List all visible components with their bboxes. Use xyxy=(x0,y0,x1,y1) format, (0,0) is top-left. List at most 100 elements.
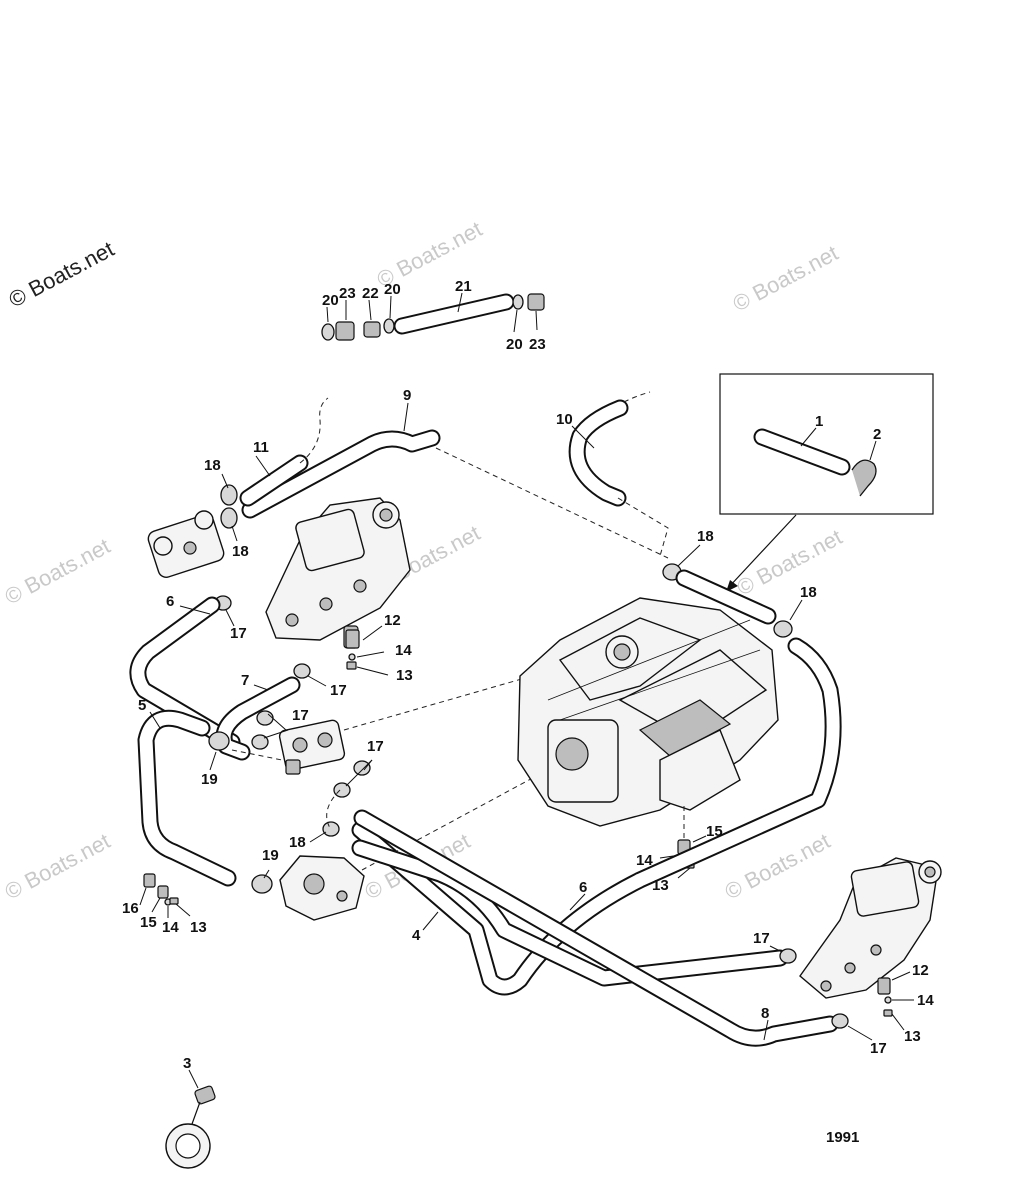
callout-17: 17 xyxy=(292,707,309,724)
tube-1 xyxy=(753,428,851,476)
clamp-17 xyxy=(256,710,274,726)
hose-8 xyxy=(353,809,839,1047)
hose-4 xyxy=(351,839,789,987)
fitting-23 xyxy=(527,293,545,311)
callout-19: 19 xyxy=(201,771,218,788)
top-hose-kit xyxy=(321,292,545,341)
callout-labels: 20 23 22 20 21 20 23 9 10 11 1 2 18 18 1… xyxy=(122,278,934,1146)
callout-17: 17 xyxy=(230,625,247,642)
callout-20: 20 xyxy=(322,292,339,309)
fitting-15 xyxy=(157,885,169,899)
callout-23: 23 xyxy=(529,336,546,353)
callout-4: 4 xyxy=(412,927,421,944)
callout-16: 16 xyxy=(122,900,139,917)
fitting-12 xyxy=(877,977,891,995)
callout-20: 20 xyxy=(384,281,401,298)
callout-17: 17 xyxy=(870,1040,887,1057)
watermark: © Boats.net xyxy=(733,524,847,600)
callout-10: 10 xyxy=(556,411,573,428)
callout-18: 18 xyxy=(697,528,714,545)
callout-11: 11 xyxy=(253,439,269,456)
crossover-pipe xyxy=(675,569,777,625)
callout-9: 9 xyxy=(403,387,411,404)
clamp-20 xyxy=(321,323,335,341)
callout-6: 6 xyxy=(579,879,587,896)
callout-17: 17 xyxy=(753,930,770,947)
callout-14: 14 xyxy=(162,919,179,936)
fitting-22 xyxy=(363,321,381,338)
sea-water-pump xyxy=(279,855,365,921)
clamp-18 xyxy=(773,620,793,638)
plug-13 xyxy=(169,897,179,905)
callout-15: 15 xyxy=(140,914,157,931)
clamp-17 xyxy=(251,734,269,750)
callout-17: 17 xyxy=(330,682,347,699)
callout-23: 23 xyxy=(339,285,356,302)
leader-lines xyxy=(149,473,873,1041)
callout-18: 18 xyxy=(204,457,221,474)
fitting-12 xyxy=(345,629,360,649)
clamp-20 xyxy=(383,318,395,334)
right-exhaust-manifold xyxy=(799,857,942,999)
clamp-18 xyxy=(220,507,238,529)
callout-3: 3 xyxy=(183,1055,191,1072)
callout-18: 18 xyxy=(800,584,817,601)
callout-17: 17 xyxy=(367,738,384,755)
inset-box xyxy=(719,373,934,592)
clamp-17 xyxy=(779,948,797,964)
clamp-17 xyxy=(831,1013,849,1029)
hose-11 xyxy=(239,454,309,507)
callout-5: 5 xyxy=(138,697,146,714)
callout-18: 18 xyxy=(232,543,249,560)
clip-2 xyxy=(851,459,877,497)
callout-14: 14 xyxy=(917,992,934,1009)
plug-13 xyxy=(346,661,357,670)
plug-13 xyxy=(883,1009,893,1017)
ring-14 xyxy=(884,996,892,1004)
callout-1: 1 xyxy=(815,413,823,430)
clamp-17 xyxy=(293,663,311,679)
clamp-18 xyxy=(322,821,340,837)
fitting-23 xyxy=(335,321,355,341)
callout-14: 14 xyxy=(636,852,653,869)
clamp-17 xyxy=(333,782,351,798)
hose-10 xyxy=(568,399,629,507)
watermark-main: © Boats.net xyxy=(5,236,119,312)
circulating-pump xyxy=(278,719,346,775)
watermark: © Boats.net xyxy=(1,533,115,609)
callout-20: 20 xyxy=(506,336,523,353)
clamp-20 xyxy=(512,294,524,310)
callout-6: 6 xyxy=(166,593,174,610)
hose-5 xyxy=(137,709,237,887)
clamp-17 xyxy=(353,760,371,776)
left-exhaust-manifold xyxy=(265,497,411,649)
thermostat-housing xyxy=(147,510,225,578)
hose-6-left xyxy=(129,596,241,751)
callout-13: 13 xyxy=(904,1028,921,1045)
callout-19: 19 xyxy=(262,847,279,864)
callout-8: 8 xyxy=(761,1005,769,1022)
callout-21: 21 xyxy=(455,278,472,295)
clamp-3 xyxy=(165,1069,216,1169)
callout-13: 13 xyxy=(190,919,207,936)
callout-13: 13 xyxy=(396,667,413,684)
clamp-18 xyxy=(220,484,238,506)
callout-12: 12 xyxy=(384,612,401,629)
callout-22: 22 xyxy=(362,285,379,302)
hose-21 xyxy=(393,293,515,335)
clamp-19 xyxy=(208,731,230,751)
engine-block xyxy=(517,597,779,827)
callout-18: 18 xyxy=(289,834,306,851)
watermark: © Boats.net xyxy=(729,240,843,316)
callout-2: 2 xyxy=(873,426,881,443)
callout-7: 7 xyxy=(241,672,249,689)
ring-14 xyxy=(348,653,356,661)
callout-15: 15 xyxy=(706,823,723,840)
callout-13: 13 xyxy=(652,877,669,894)
fitting-16 xyxy=(143,873,156,888)
figure-number: 1991 xyxy=(826,1129,859,1146)
hose-9 xyxy=(241,429,441,519)
clamp-19 xyxy=(251,874,273,894)
callout-14: 14 xyxy=(395,642,412,659)
